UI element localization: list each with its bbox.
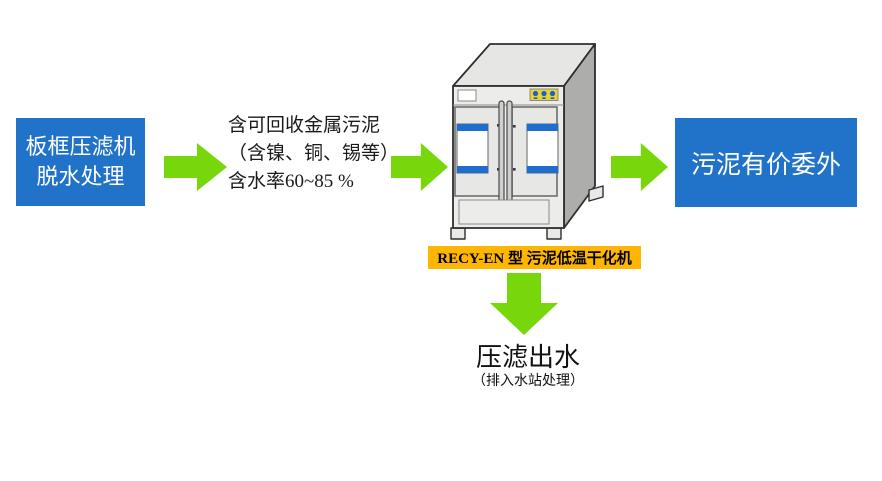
dryer-rear-foot [588, 185, 604, 202]
sludge-desc-line1: 含可回收金属污泥 [228, 115, 381, 136]
step-dewatering-box: 板框压滤机 脱水处理 [16, 118, 145, 206]
control-panel [529, 88, 559, 101]
indicator-light-icon [532, 90, 539, 97]
outsourcing-label: 污泥有价委外 [690, 151, 841, 179]
dryer-doors [454, 100, 559, 204]
step-outsourcing-box: 污泥有价委外 [675, 118, 857, 207]
indicator-light-icon [541, 90, 547, 97]
indicator-light-icon [549, 90, 556, 97]
sludge-desc-line3: 含水率60~85 % [228, 171, 354, 192]
outflow-text-block: 压滤出水 （排入水站处理） [448, 343, 608, 390]
flow-arrow-right-1-icon [164, 143, 227, 191]
door-window-left [456, 123, 489, 174]
machine-name-text: RECY-EN 型 污泥低温干化机 [437, 251, 632, 267]
nameplate [457, 89, 477, 102]
outflow-title: 压滤出水 [475, 343, 580, 372]
dewatering-line2: 脱水处理 [36, 164, 125, 189]
sludge-desc-line2: （含镍、铜、锡等） [228, 143, 400, 164]
dewatering-line1: 板框压滤机 [25, 134, 136, 159]
dryer-cabinet-illustration [450, 43, 604, 240]
outflow-subtitle: （排入水站处理） [472, 374, 584, 389]
flow-arrow-down-icon [490, 273, 558, 335]
flow-arrow-right-2-icon [391, 143, 448, 191]
flow-arrow-right-3-icon [611, 143, 668, 191]
dryer-right-foot [546, 227, 562, 240]
machine-name-label: RECY-EN 型 污泥低温干化机 [428, 246, 641, 269]
door-window-right [526, 123, 559, 174]
dryer-plinth-panel [458, 199, 550, 225]
dryer-left-foot [450, 227, 466, 240]
step-dewatering-label: 板框压滤机 脱水处理 [25, 132, 135, 192]
sludge-description: 含可回收金属污泥 （含镍、铜、锡等） 含水率60~85 % [228, 112, 399, 196]
